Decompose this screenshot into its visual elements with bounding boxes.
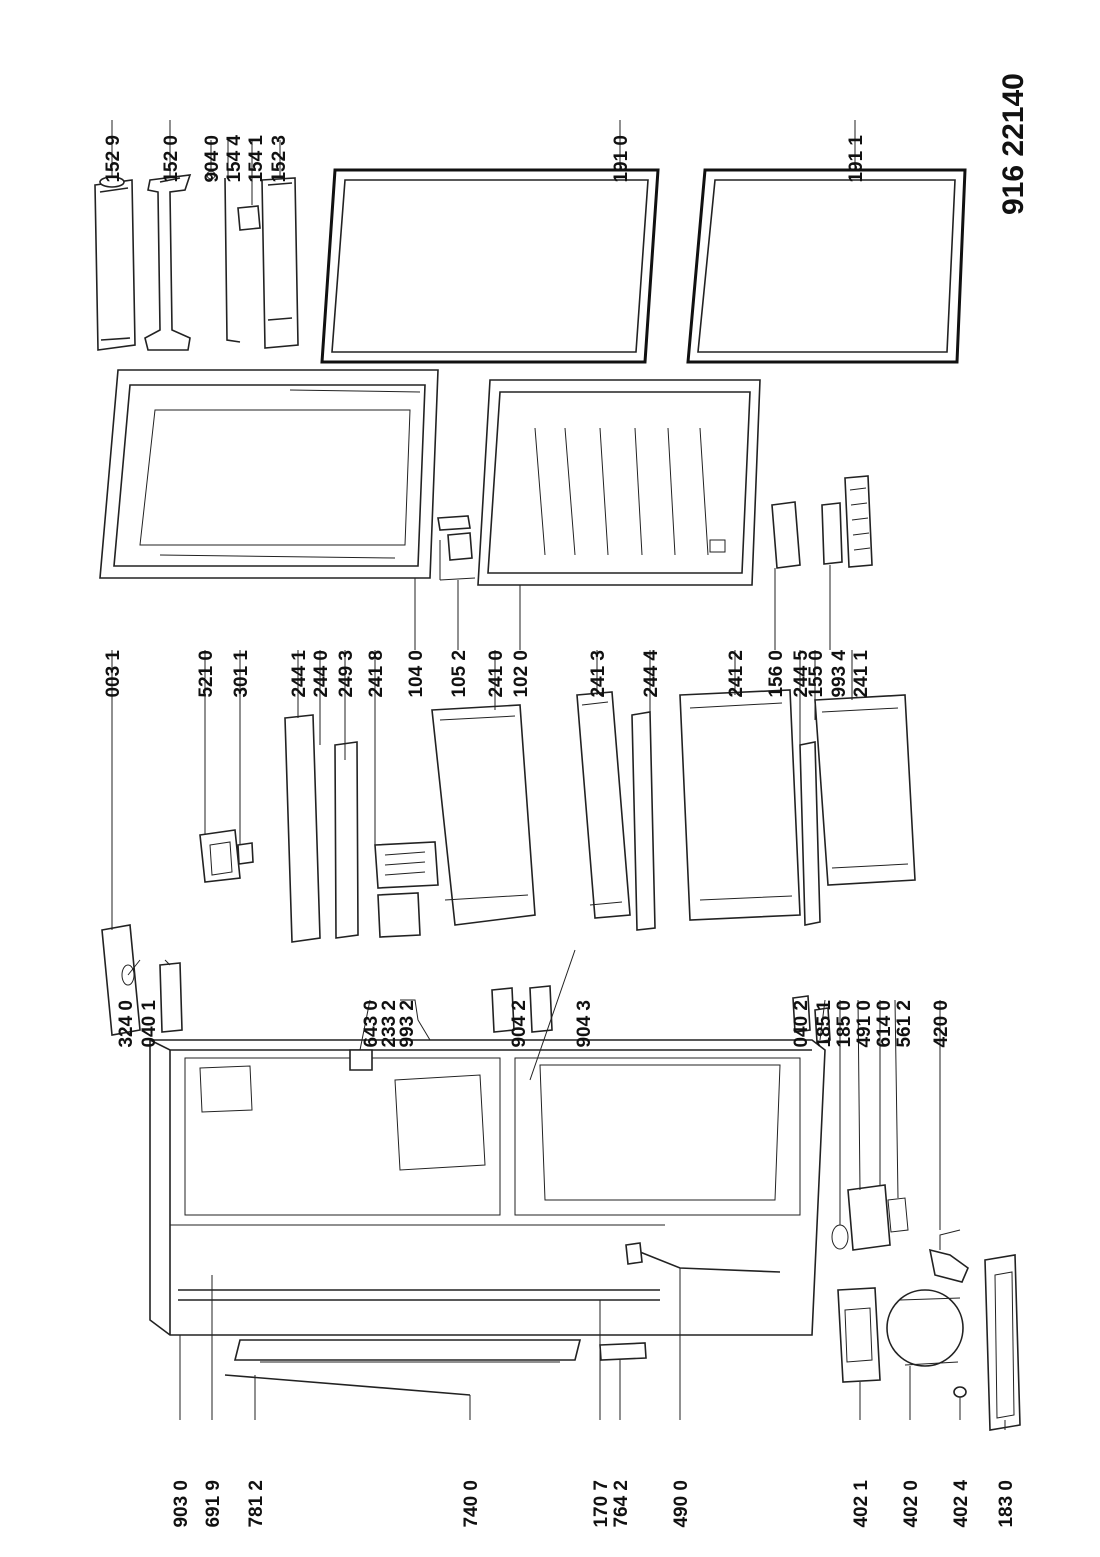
condenser bbox=[233, 1339, 582, 1363]
hinge-bracket bbox=[437, 515, 476, 581]
label-154-4: 154 4 bbox=[224, 135, 245, 183]
label-183-0: 183 0 bbox=[996, 1480, 1017, 1528]
label-152-0: 152 0 bbox=[161, 135, 182, 183]
door-shelf-small bbox=[261, 177, 299, 349]
door-shelf-frame bbox=[144, 174, 192, 351]
label-740-0: 740 0 bbox=[461, 1480, 482, 1528]
label-185-0: 185 0 bbox=[834, 1000, 855, 1048]
freezer-door-gasket bbox=[686, 168, 967, 364]
label-691-9: 691 9 bbox=[203, 1480, 224, 1528]
label-521-0: 521 0 bbox=[196, 650, 217, 698]
label-233-2: 233 2 bbox=[379, 1000, 400, 1048]
freezer-basket-lower bbox=[814, 694, 916, 886]
label-104-0: 104 0 bbox=[406, 650, 427, 698]
dryer-filter bbox=[599, 1342, 647, 1361]
label-244-0: 244 0 bbox=[311, 650, 332, 698]
capacitor bbox=[928, 1229, 969, 1283]
cabinet bbox=[149, 1039, 826, 1336]
label-241-1: 241 1 bbox=[851, 650, 872, 698]
power-cord bbox=[625, 1242, 781, 1273]
door-shelf-large bbox=[94, 176, 136, 351]
label-490-0: 490 0 bbox=[671, 1480, 692, 1528]
label-154-1: 154 1 bbox=[246, 135, 267, 183]
label-643-0: 643 0 bbox=[361, 1000, 382, 1048]
shelf-rod bbox=[224, 177, 241, 343]
thermostat-housing bbox=[199, 829, 254, 883]
fridge-door-liner bbox=[99, 369, 439, 579]
vent-grille-1 bbox=[771, 501, 801, 569]
vent-grille-3 bbox=[844, 475, 873, 568]
label-993-2: 993 2 bbox=[397, 1000, 418, 1048]
vent-grille-2 bbox=[821, 502, 843, 565]
label-155-0: 155 0 bbox=[806, 650, 827, 698]
label-040-2: 040 2 bbox=[791, 1000, 812, 1048]
door-hinge-upper bbox=[491, 985, 553, 1033]
compressor-cover bbox=[837, 1287, 881, 1383]
glass-shelf-fridge bbox=[284, 714, 359, 943]
side-hinge-pin bbox=[831, 1224, 849, 1250]
label-324-0: 324 0 bbox=[116, 1000, 137, 1048]
label-244-1: 244 1 bbox=[289, 650, 310, 698]
door-hinge-lower bbox=[792, 995, 831, 1043]
grommet bbox=[953, 1386, 967, 1398]
freezer-basket-middle bbox=[679, 689, 801, 921]
label-402-1: 402 1 bbox=[851, 1480, 872, 1528]
label-993-4: 993 4 bbox=[829, 650, 850, 698]
label-781-2: 781 2 bbox=[246, 1480, 267, 1528]
freezer-shelf-lower bbox=[799, 741, 821, 926]
crisper-drawer-fridge bbox=[431, 704, 536, 926]
label-241-8: 241 8 bbox=[366, 650, 387, 698]
leader-lines bbox=[111, 120, 1006, 1430]
label-156-0: 156 0 bbox=[766, 650, 787, 698]
label-170-7: 170 7 bbox=[591, 1480, 612, 1528]
drawing-code: 916 22140 bbox=[997, 73, 1030, 215]
label-402-0: 402 0 bbox=[901, 1480, 922, 1528]
label-241-3: 241 3 bbox=[588, 650, 609, 698]
label-491-0: 491 0 bbox=[854, 1000, 875, 1048]
freezer-door-liner bbox=[477, 379, 761, 586]
freezer-basket-upper bbox=[576, 691, 631, 919]
egg-tray-clip bbox=[237, 205, 261, 231]
label-105-2: 105 2 bbox=[449, 650, 470, 698]
label-904-2: 904 2 bbox=[509, 1000, 530, 1048]
drain-tube bbox=[224, 1374, 471, 1396]
relay-box bbox=[847, 1184, 909, 1251]
label-561-2: 561 2 bbox=[894, 1000, 915, 1048]
label-614-0: 614 0 bbox=[874, 1000, 895, 1048]
condenser-tube bbox=[178, 1289, 660, 1301]
fan-assembly bbox=[374, 841, 439, 938]
label-003-1: 003 1 bbox=[103, 650, 124, 698]
label-191-1: 191 1 bbox=[846, 135, 867, 183]
label-185-1: 185 1 bbox=[814, 1000, 835, 1048]
part-labels: 152 9 152 0 904 0 154 4 154 1 152 3 191 … bbox=[103, 135, 1017, 1528]
label-402-4: 402 4 bbox=[951, 1480, 972, 1528]
label-903-0: 903 0 bbox=[171, 1480, 192, 1528]
label-152-9: 152 9 bbox=[103, 135, 124, 183]
compressor-base bbox=[984, 1254, 1021, 1431]
label-301-1: 301 1 bbox=[231, 650, 252, 698]
label-241-2: 241 2 bbox=[726, 650, 747, 698]
fridge-door-gasket bbox=[320, 168, 660, 364]
label-764-2: 764 2 bbox=[611, 1480, 632, 1528]
label-040-1: 040 1 bbox=[139, 1000, 160, 1048]
label-244-5: 244 5 bbox=[791, 650, 812, 698]
label-904-0: 904 0 bbox=[202, 135, 223, 183]
label-249-3: 249 3 bbox=[336, 650, 357, 698]
freezer-shelf-glass bbox=[631, 711, 656, 931]
label-244-4: 244 4 bbox=[641, 650, 662, 698]
label-420-0: 420 0 bbox=[931, 1000, 952, 1048]
label-191-0: 191 0 bbox=[611, 135, 632, 183]
label-152-3: 152 3 bbox=[269, 135, 290, 183]
compressor bbox=[886, 1289, 964, 1367]
label-904-3: 904 3 bbox=[574, 1000, 595, 1048]
label-102-0: 102 0 bbox=[511, 650, 532, 698]
label-241-0: 241 0 bbox=[486, 650, 507, 698]
bracket-top bbox=[101, 924, 183, 1036]
